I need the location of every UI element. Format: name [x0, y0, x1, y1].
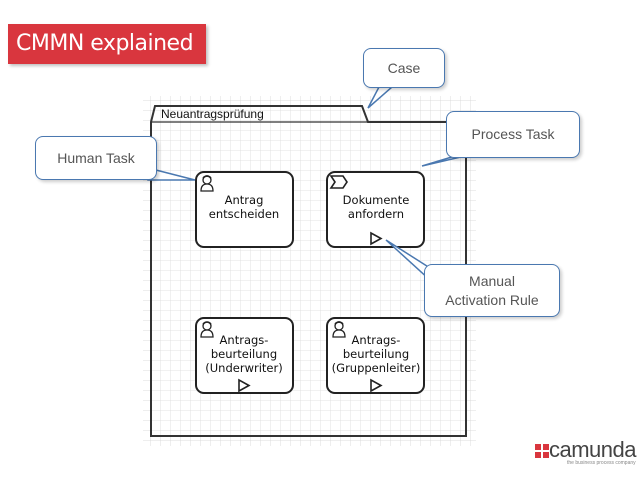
case-name-label: Neuantragsprüfung: [161, 107, 264, 121]
task-label-line: entscheiden: [209, 207, 279, 221]
task-antragsbeurteilung-underwriter[interactable]: Antrags- beurteilung (Underwriter): [195, 317, 294, 394]
task-label-line: Antrags-: [220, 333, 269, 347]
task-label-line: Dokumente: [343, 193, 410, 207]
manual-activation-icon: [370, 231, 383, 246]
process-task-callout-text: Process Task: [471, 126, 555, 142]
process-task-icon: [329, 175, 348, 189]
manual-activation-callout: Manual Activation Rule: [424, 264, 560, 317]
camunda-logo-mark: [535, 444, 549, 458]
human-task-icon: [332, 321, 346, 338]
task-dokumente-anfordern[interactable]: Dokumente anfordern: [326, 171, 425, 248]
task-label-line: beurteilung: [211, 347, 277, 361]
human-task-callout: Human Task: [35, 136, 157, 180]
task-label-line: beurteilung: [343, 347, 409, 361]
case-callout: Case: [363, 48, 445, 88]
title-banner: CMMN explained: [8, 24, 206, 64]
task-label-line: (Gruppenleiter): [332, 361, 421, 375]
brand-tagline: the business process company: [567, 460, 636, 466]
slide-title: CMMN explained: [16, 31, 194, 56]
human-task-icon: [200, 321, 214, 338]
case-callout-text: Case: [387, 59, 421, 76]
task-antrag-entscheiden[interactable]: Antrag entscheiden: [195, 171, 294, 248]
manual-activation-callout-line: Activation Rule: [445, 291, 539, 308]
task-label-line: Antrags-: [352, 333, 401, 347]
task-label-line: (Underwriter): [205, 361, 282, 375]
human-task-callout-text: Human Task: [57, 149, 135, 166]
task-label-line: Antrag: [225, 193, 264, 207]
human-task-icon: [200, 175, 214, 192]
manual-activation-icon: [370, 378, 383, 393]
process-task-callout: Process Task: [446, 111, 580, 158]
task-label-line: anfordern: [348, 207, 404, 221]
task-antragsbeurteilung-gruppenleiter[interactable]: Antrags- beurteilung (Gruppenleiter): [326, 317, 425, 394]
manual-activation-callout-line: Manual: [469, 272, 515, 289]
manual-activation-icon: [238, 378, 251, 393]
brand-name: camunda: [549, 437, 637, 462]
